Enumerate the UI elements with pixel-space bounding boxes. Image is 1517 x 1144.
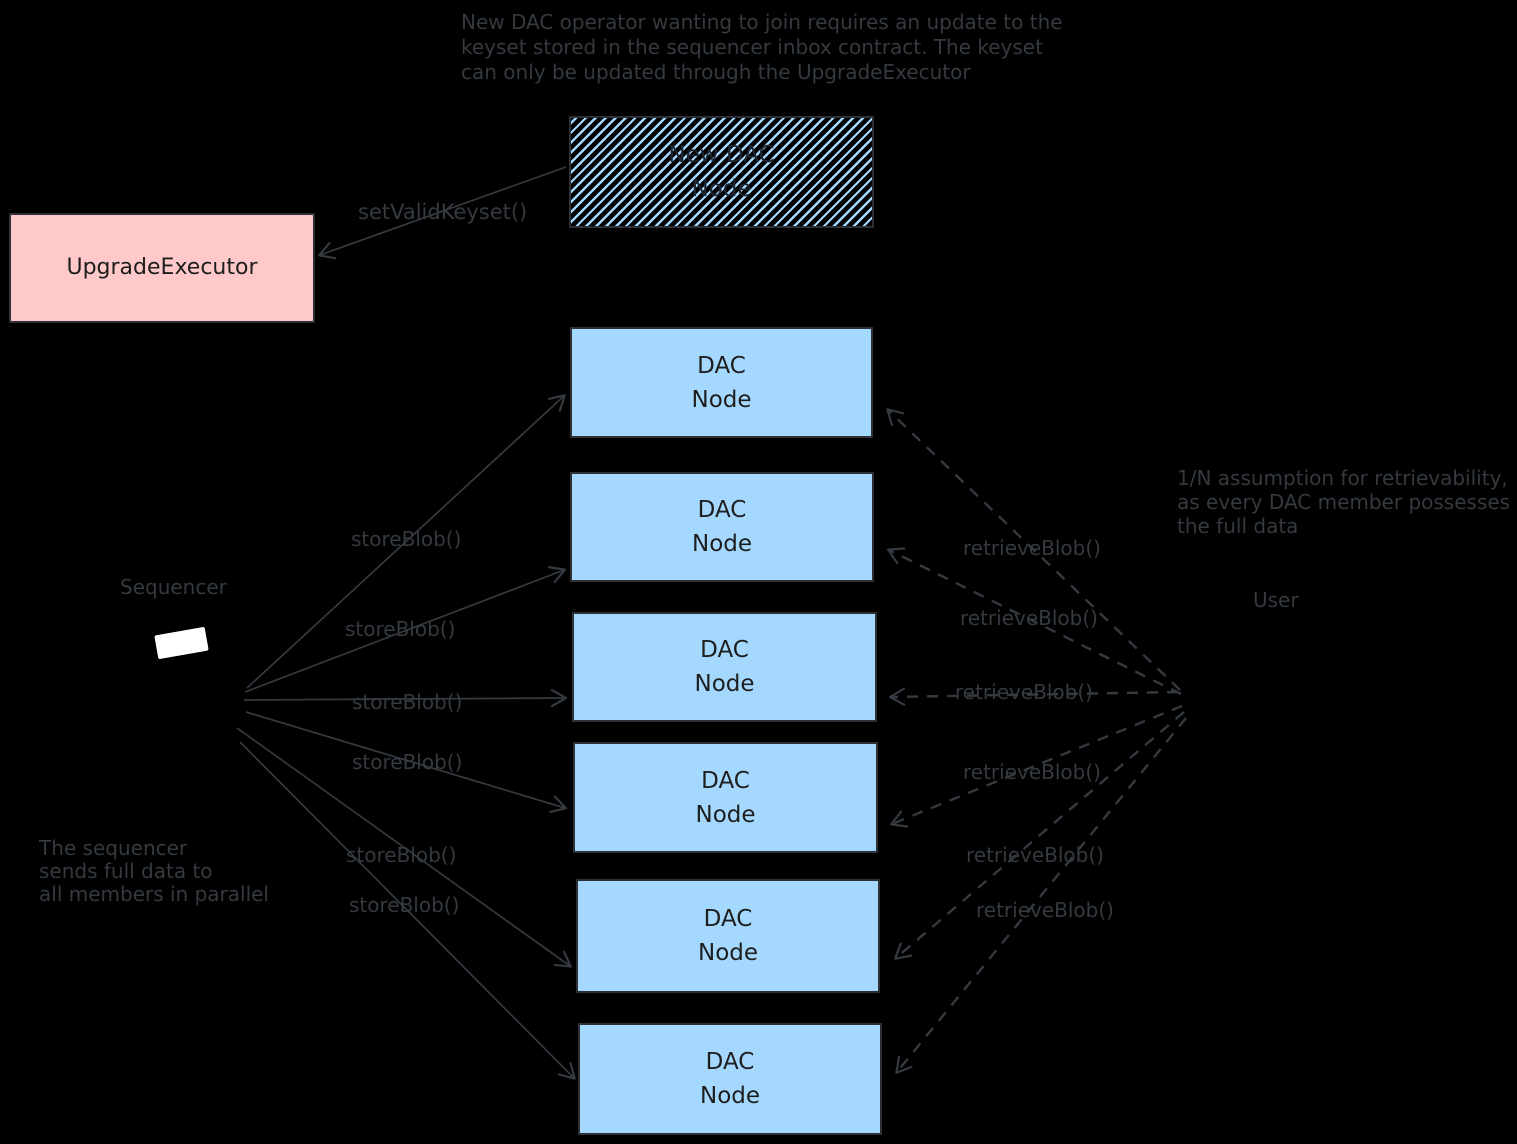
retrieve-blob-arrow-4	[889, 704, 1183, 828]
dac-node-label: DAC Node	[695, 767, 756, 828]
sequencer-label: Sequencer	[120, 575, 227, 599]
dac-node-box-3: DAC Node	[572, 612, 877, 722]
set-valid-keyset-label: setValidKeyset()	[358, 200, 528, 224]
retrieve-blob-arrow-5	[894, 711, 1185, 960]
store-blob-label-4: storeBlob()	[352, 750, 463, 774]
retrieve-blob-label-1: retrieveBlob()	[963, 536, 1101, 560]
dac-node-label: DAC Node	[697, 906, 759, 966]
dac-node-box-5: DAC Node	[576, 879, 880, 993]
parallel-note: The sequencer sends full data to all mem…	[39, 836, 269, 906]
dac-node-box-2: DAC Node	[570, 472, 874, 582]
retrieve-blob-label-6: retrieveBlob()	[976, 898, 1114, 922]
store-blob-label-1: storeBlob()	[351, 527, 462, 551]
dac-node-label: DAC Node	[691, 352, 752, 413]
store-blob-arrow-3	[243, 688, 568, 708]
dac-node-label: DAC Node	[691, 497, 753, 557]
keyset-note: New DAC operator wanting to join require…	[461, 10, 1063, 84]
dac-node-box-6: DAC Node	[578, 1023, 882, 1135]
retrieve-blob-arrow-2	[887, 547, 1182, 696]
set-valid-keyset-arrow	[317, 166, 567, 260]
dac-node-box-1: DAC Node	[570, 327, 873, 438]
retrievability-note: 1/N assumption for retrievability, as ev…	[1177, 466, 1511, 538]
store-blob-arrow-2	[244, 566, 567, 693]
dac-node-box-4: DAC Node	[573, 742, 878, 853]
dac-node-label: DAC Node	[694, 637, 755, 697]
upgrade-executor-label: UpgradeExecutor	[66, 255, 258, 280]
retrieve-blob-arrow-1	[886, 408, 1181, 691]
retrieve-blob-label-3: retrieveBlob()	[955, 680, 1093, 704]
store-blob-arrow-6	[239, 741, 576, 1080]
retrieve-blob-label-5: retrieveBlob()	[966, 843, 1104, 867]
store-blob-arrow-5	[236, 727, 572, 968]
dac-node-label: DAC Node	[699, 1049, 761, 1109]
retrieve-blob-label-4: retrieveBlob()	[963, 760, 1101, 784]
store-blob-arrow-1	[246, 394, 566, 689]
retrieve-blob-arrow-3	[888, 687, 1179, 706]
store-blob-label-5: storeBlob()	[346, 843, 457, 867]
new-dac-node-box: New DAC Node	[569, 116, 874, 228]
user-label: User	[1253, 588, 1299, 612]
store-blob-label-6: storeBlob()	[349, 893, 460, 917]
upgrade-executor-box: UpgradeExecutor	[9, 213, 315, 323]
store-blob-label-3: storeBlob()	[352, 690, 463, 714]
retrieve-blob-arrow-6	[895, 717, 1187, 1074]
new-dac-node-label: New DAC Node	[668, 142, 775, 202]
retrieve-blob-label-2: retrieveBlob()	[960, 606, 1098, 630]
store-blob-label-2: storeBlob()	[345, 617, 456, 641]
store-blob-arrow-4	[245, 711, 568, 814]
